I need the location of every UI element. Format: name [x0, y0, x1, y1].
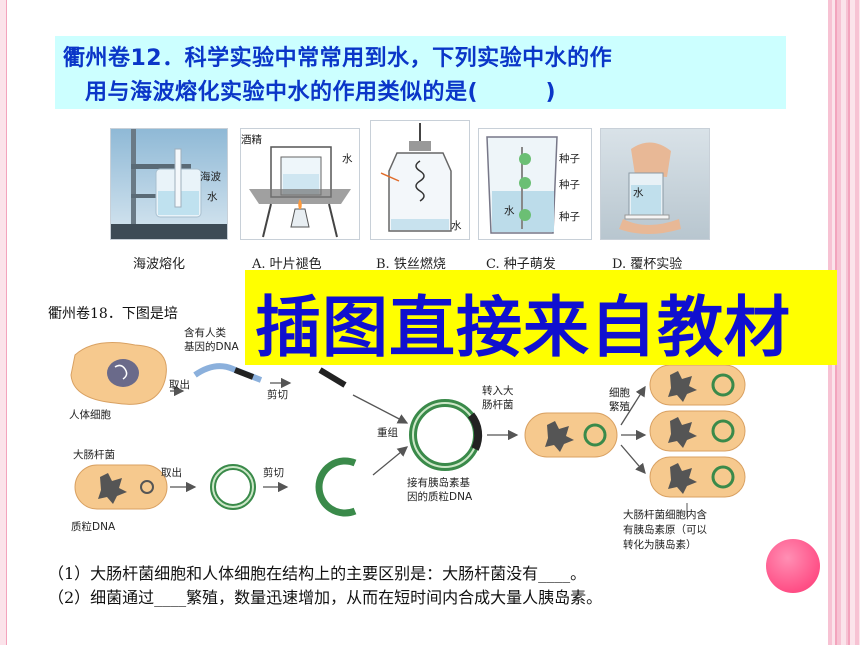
seed-label-top: 种子: [559, 153, 580, 165]
figure-seed-germination: 种子 种子 水 种子: [478, 128, 592, 240]
human-cell-label: 人体细胞: [69, 409, 111, 421]
leaf-water-label: 水: [342, 153, 353, 165]
seed-germination-illustration: [486, 136, 558, 234]
caption-d: D. 覆杯实验: [612, 257, 683, 272]
decorative-pink-circle: [766, 539, 820, 593]
recombinant-label-1: 接有胰岛素基: [407, 477, 470, 489]
take-out-label-1: 取出: [169, 379, 190, 391]
answer-line-1: （1）大肠杆菌细胞和人体细胞在结构上的主要区别是：大肠杆菌没有____。: [48, 564, 587, 583]
alcohol-label: 酒精: [241, 134, 262, 146]
haibo-water-label: 水: [207, 191, 218, 203]
reproduce-label-1: 细胞: [609, 387, 630, 399]
caption-c: C. 种子萌发: [486, 257, 556, 272]
take-out-label-2: 取出: [161, 467, 182, 479]
iron-burning-illustration: [380, 123, 452, 232]
caption-b: B. 铁丝燃烧: [376, 257, 446, 272]
gene-dna-label-2: 基因的DNA: [184, 341, 239, 353]
seed-water-label: 水: [504, 205, 515, 217]
haibo-label: 海波: [200, 171, 221, 183]
figure-iron-burning: 水: [370, 120, 470, 240]
caption-haibo: 海波熔化: [133, 257, 186, 272]
figure-cup-experiment: 水: [600, 128, 710, 240]
question-12-line-2: 用与海波熔化实验中水的作用类似的是( ): [85, 80, 557, 105]
cut-label-2: 剪切: [263, 467, 284, 479]
question-18-title: 衢州卷18．下图是培: [48, 306, 178, 322]
ecoli-label: 大肠杆菌: [73, 449, 115, 461]
slide-left-border: [0, 0, 7, 645]
transfer-label-1: 转入大: [482, 385, 514, 397]
cup-experiment-illustration: [619, 142, 681, 234]
iron-water-label: 水: [451, 220, 462, 232]
leaf-decolor-illustration: [249, 146, 351, 238]
haibo-melting-illustration: [111, 129, 227, 239]
question-12-line-1: 衢州卷12．科学实验中常常用到水，下列实验中水的作: [63, 46, 613, 71]
cup-water-label: 水: [633, 187, 644, 199]
figure-haibo-melting: 海波 水: [110, 128, 228, 240]
note-label-3: 转化为胰岛素）: [623, 539, 697, 551]
caption-a: A. 叶片褪色: [252, 257, 322, 272]
cut-label-1: 剪切: [267, 389, 288, 401]
textbook-illustration-stamp: 插图直接来自教材: [245, 270, 837, 366]
plasmid-label: 质粒DNA: [71, 521, 116, 533]
stamp-text: 插图直接来自教材: [255, 289, 791, 366]
gene-dna-label-1: 含有人类: [184, 327, 226, 339]
seed-label-bottom: 种子: [559, 211, 580, 223]
question-12-box: 衢州卷12．科学实验中常常用到水，下列实验中水的作 用与海波熔化实验中水的作用类…: [55, 36, 786, 109]
answer-line-2: （2）细菌通过____繁殖，数量迅速增加，从而在短时间内合成大量人胰岛素。: [48, 588, 603, 607]
reproduce-label-2: 繁殖: [609, 401, 630, 413]
figure-leaf-decolor: 酒精 水: [240, 128, 360, 240]
recombinant-label-2: 因的质粒DNA: [407, 491, 473, 503]
genetic-engineering-flow: [70, 342, 746, 517]
insulin-gene-diagram: 含有人类 基因的DNA 人体细胞 取出 剪切 大肠杆菌 取出 剪切 质粒DNA …: [55, 325, 765, 560]
transfer-label-2: 肠杆菌: [482, 399, 514, 411]
seed-label-middle: 种子: [559, 179, 580, 191]
note-label-2: 有胰岛素原（可以: [623, 524, 707, 536]
note-label-1: 大肠杆菌细胞内含: [623, 509, 707, 521]
recombine-label: 重组: [377, 427, 398, 439]
